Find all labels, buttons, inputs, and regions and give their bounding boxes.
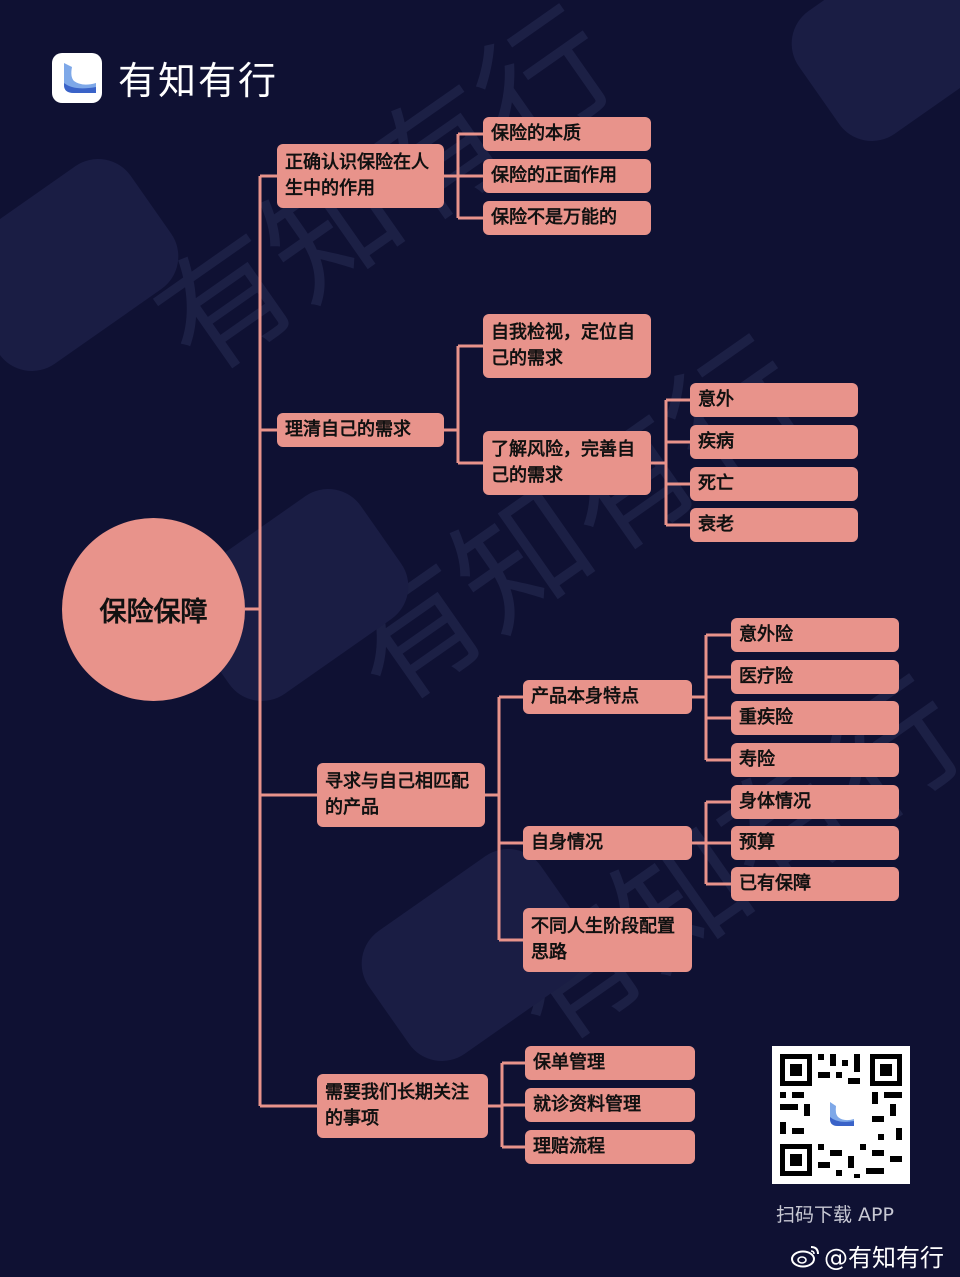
logo-icon (52, 52, 102, 103)
brand-name: 有知有行 (118, 59, 279, 103)
leaf-node: 理赔流程 (525, 1130, 695, 1164)
weibo-icon (791, 1245, 819, 1267)
leaf-node: 寿险 (731, 743, 899, 777)
leaf-node: 疾病 (690, 425, 858, 459)
qr-code[interactable] (772, 1046, 910, 1184)
leaf-node: 身体情况 (731, 785, 899, 819)
leaf-node: 衰老 (690, 508, 858, 542)
leaf-node: 就诊资料管理 (525, 1088, 695, 1122)
leaf-node: 意外 (690, 383, 858, 417)
branch-node-long-term-matters: 需要我们长期关注的事项 (317, 1074, 488, 1138)
branch-node-matching-products: 寻求与自己相匹配的产品 (317, 763, 485, 827)
sub-node: 产品本身特点 (523, 680, 692, 714)
branch-node-role-of-insurance: 正确认识保险在人生中的作用 (277, 144, 444, 208)
leaf-node: 已有保障 (731, 867, 899, 901)
sub-node: 不同人生阶段配置思路 (523, 908, 692, 972)
leaf-node: 保险的正面作用 (483, 159, 651, 193)
qr-caption: 扫码下载 APP (776, 1204, 894, 1226)
leaf-node: 预算 (731, 826, 899, 860)
weibo-handle[interactable]: @有知有行 (790, 1238, 944, 1273)
leaf-node: 保险不是万能的 (483, 201, 651, 235)
leaf-node: 死亡 (690, 467, 858, 501)
sub-node: 自我检视，定位自己的需求 (483, 314, 651, 378)
leaf-node: 医疗险 (731, 660, 899, 694)
root-node: 保险保障 (62, 518, 245, 701)
leaf-node: 保单管理 (525, 1046, 695, 1080)
brand-header: 有知有行 (52, 50, 278, 105)
sub-node: 了解风险，完善自己的需求 (483, 431, 651, 495)
leaf-node: 意外险 (731, 618, 899, 652)
qr-code-icon (772, 1046, 910, 1184)
sub-node: 自身情况 (523, 826, 692, 860)
weibo-handle-text: @有知有行 (824, 1244, 944, 1272)
leaf-node: 重疾险 (731, 701, 899, 735)
leaf-node: 保险的本质 (483, 117, 651, 151)
branch-node-clarify-needs: 理清自己的需求 (277, 413, 444, 447)
